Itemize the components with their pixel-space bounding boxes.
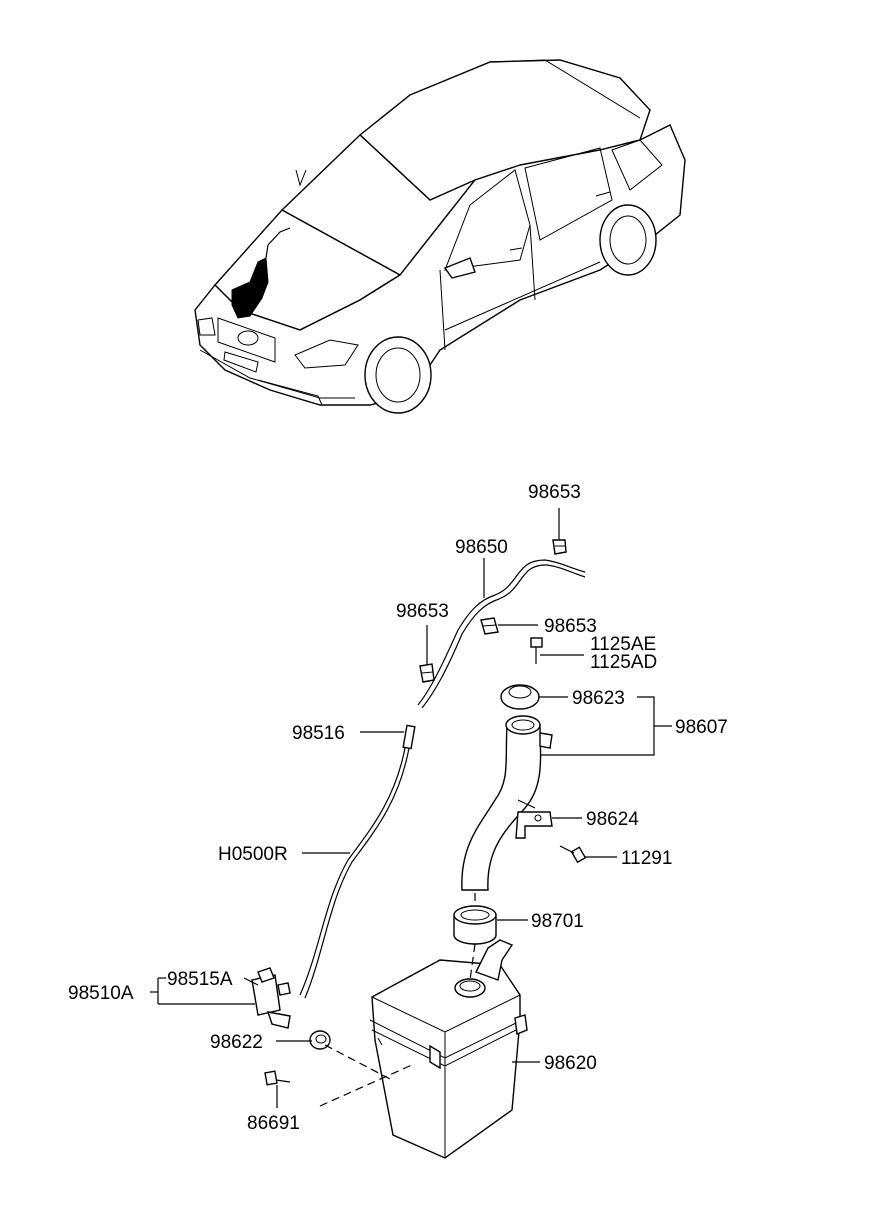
label-11291: 11291 (621, 848, 672, 869)
seal-98701 (453, 905, 497, 945)
clip-98653-top (552, 539, 567, 555)
clip-98653-left (419, 663, 435, 683)
hose-H0500R (299, 747, 410, 999)
label-98701: 98701 (531, 911, 584, 932)
label-98653-top: 98653 (528, 482, 581, 503)
bolt-1125AE (530, 637, 543, 664)
label-1125AD: 1125AD (590, 652, 657, 673)
label-98510A: 98510A (68, 983, 134, 1004)
label-98622: 98622 (210, 1032, 263, 1053)
connector-98516 (402, 724, 416, 750)
hose-98650 (417, 559, 586, 709)
label-98607: 98607 (675, 717, 728, 738)
label-98653-mid: 98653 (544, 616, 597, 637)
label-98623: 98623 (572, 688, 625, 709)
label-H0500R: H0500R (218, 844, 288, 865)
label-98653-left: 98653 (396, 601, 449, 622)
label-98650: 98650 (455, 537, 508, 558)
label-98620: 98620 (544, 1053, 597, 1074)
washer-pump-98510A (251, 967, 291, 1029)
label-98624: 98624 (586, 809, 639, 830)
bracket-98624 (515, 811, 553, 839)
label-98516: 98516 (292, 723, 345, 744)
label-86691: 86691 (247, 1113, 300, 1134)
label-98515A: 98515A (167, 969, 233, 990)
grommet-98622 (309, 1030, 331, 1050)
reservoir-98620 (369, 939, 528, 1159)
cap-98623 (500, 684, 540, 710)
washer-reservoir-location (231, 257, 269, 319)
label-1125AE: 1125AE (590, 634, 656, 655)
bolt-86691 (264, 1070, 291, 1086)
clip-98653-mid (480, 617, 499, 635)
filler-neck-98607 (461, 715, 553, 891)
screw-11291 (559, 845, 587, 864)
car-illustration (194, 59, 686, 414)
